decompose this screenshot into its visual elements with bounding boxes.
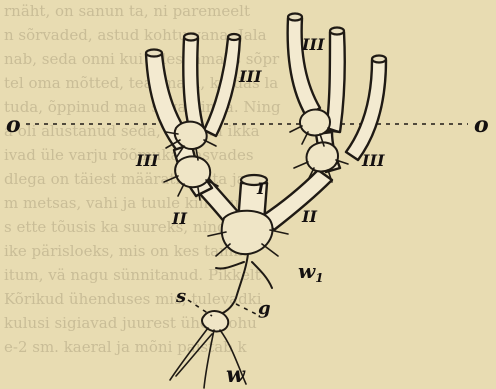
background-text-line: tuda, õppinud maa sega pinda. Ning bbox=[4, 98, 281, 116]
background-text-line: tel oma mõtted, teadmata, kuidas la bbox=[4, 74, 278, 92]
background-text-line: ike pärisloeks, mis on kes tamm bbox=[4, 242, 248, 260]
label-III-right-branch: III bbox=[361, 151, 385, 170]
label-III-left-branch: III bbox=[135, 151, 159, 170]
label-w: w bbox=[226, 362, 246, 388]
label-s: s bbox=[175, 286, 186, 307]
label-w1: w1 bbox=[298, 259, 324, 285]
background-text-line: rnäht, on sanun ta, ni paremeelt bbox=[4, 2, 250, 20]
label-II-left: II bbox=[171, 209, 187, 228]
label-III-right-shoot: III bbox=[301, 35, 325, 54]
background-text-line: ivad üle varju rõõmuka kasvades bbox=[4, 146, 254, 164]
label-II-right: II bbox=[301, 207, 317, 226]
label-g: g bbox=[258, 298, 271, 319]
background-text-line: dlega on täiest määratlemata ja an bbox=[4, 170, 269, 188]
level-label-right: o bbox=[474, 112, 489, 138]
label-I-main-stem: I bbox=[256, 179, 265, 198]
level-label-left: o bbox=[6, 112, 21, 138]
label-III-left-shoot: III bbox=[238, 67, 262, 86]
right-branch-II bbox=[262, 170, 332, 230]
background-text-line: Kõrikud ühenduses mis, tulevadki bbox=[4, 290, 262, 308]
